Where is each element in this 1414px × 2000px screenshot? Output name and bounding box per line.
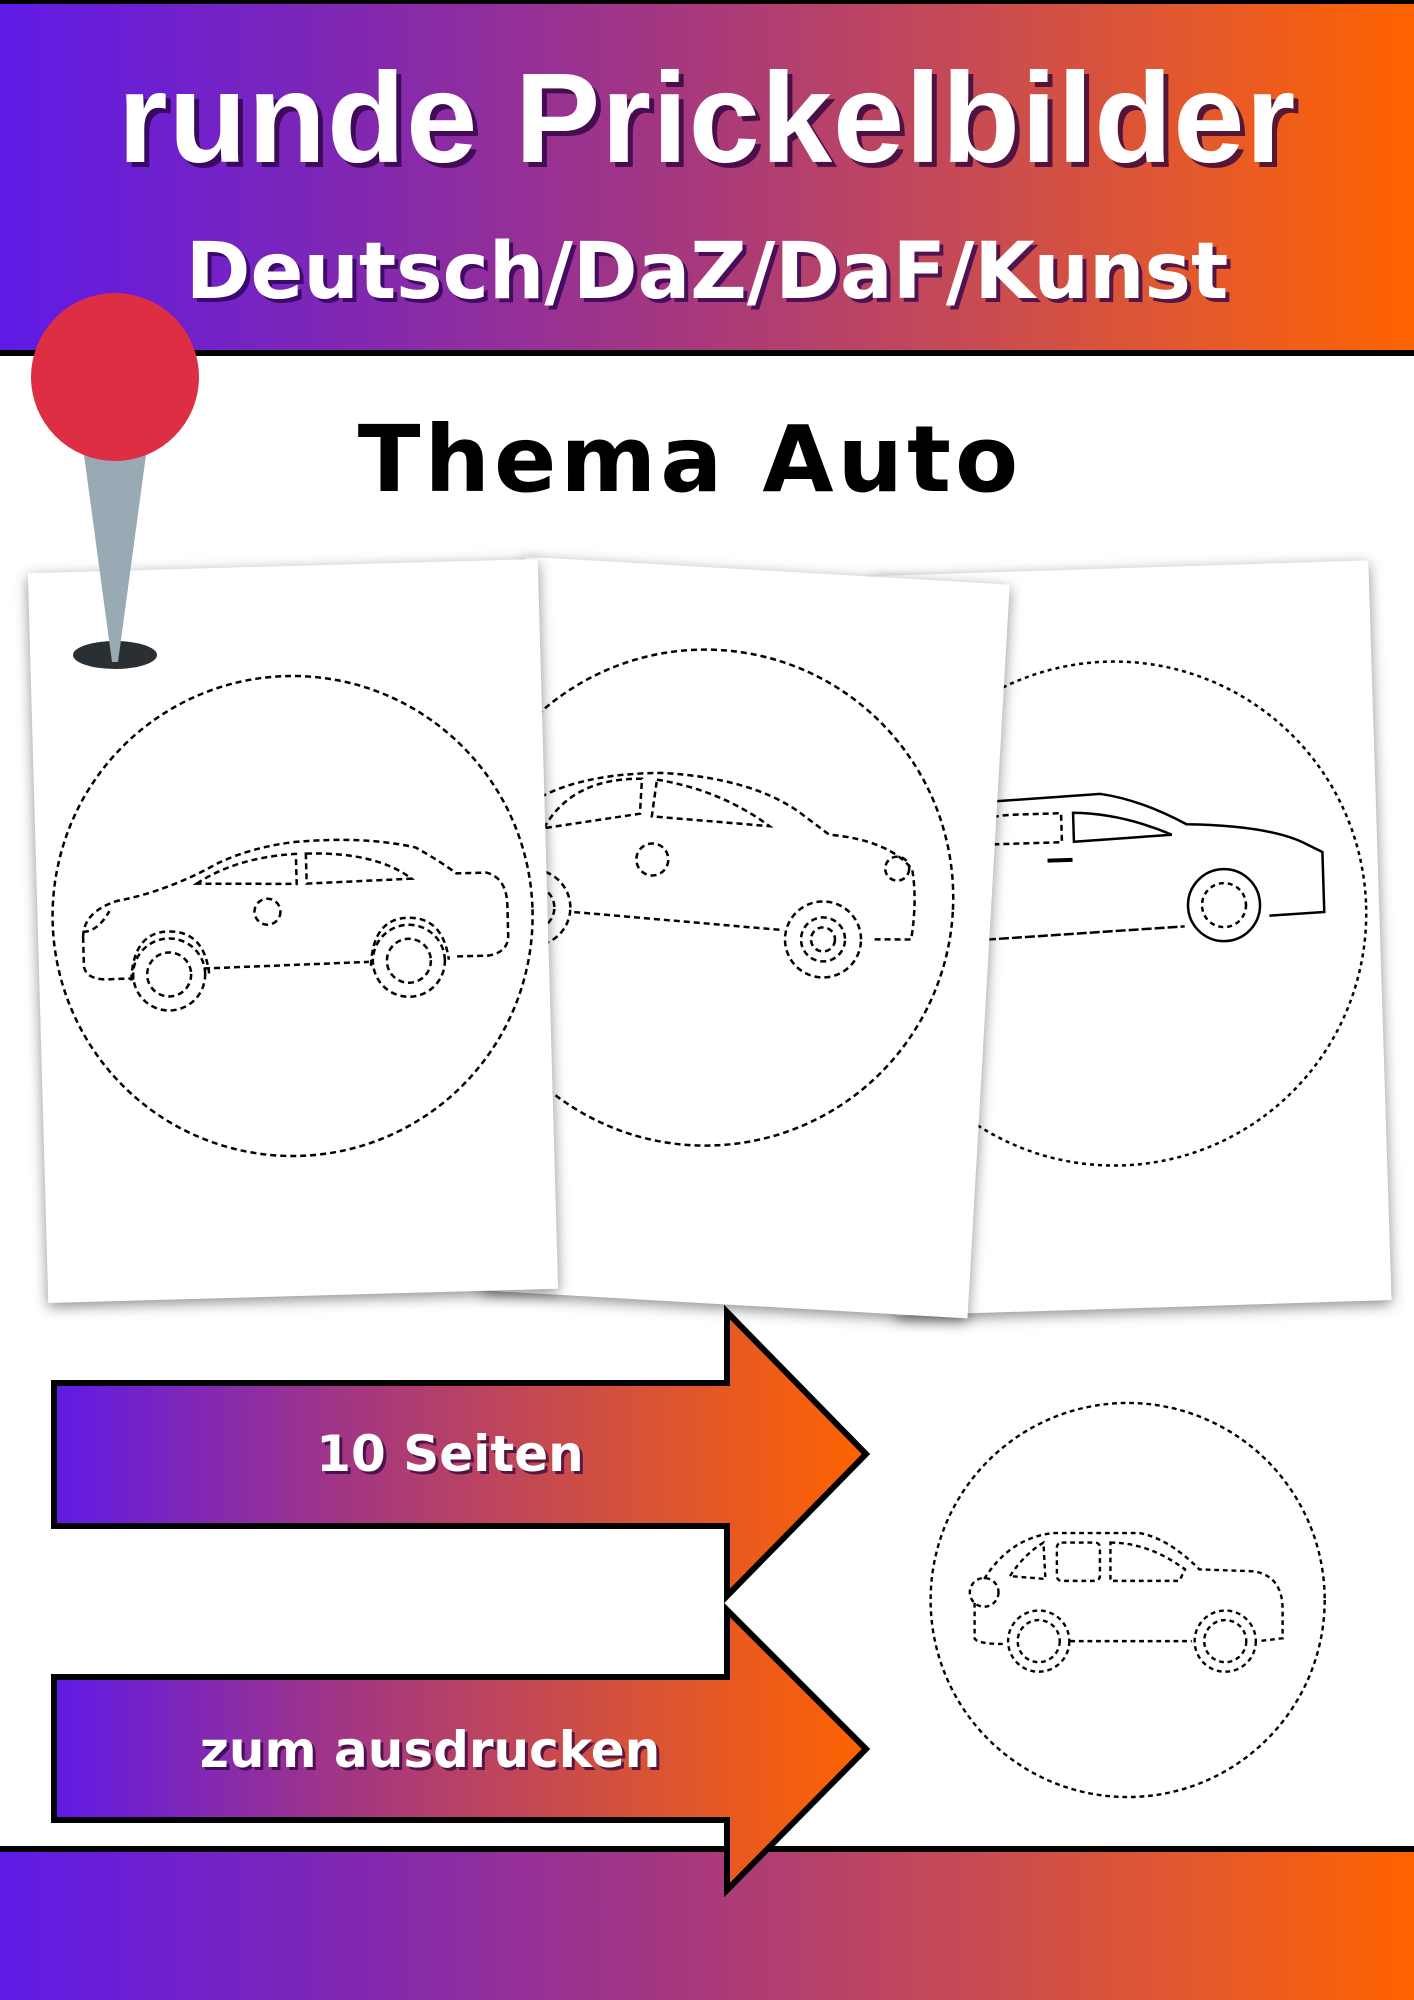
arrow-shape-2: [51, 1602, 871, 1898]
header-banner: runde Prickelbilder Deutsch/DaZ/DaF/Kuns…: [0, 0, 1414, 356]
car-hatchback-icon: [482, 648, 955, 1147]
worksheet-hatchback: [482, 556, 1010, 1319]
footer-banner: [0, 1846, 1414, 2000]
car-sedan-icon: [51, 674, 534, 1158]
arrows-graphic: [51, 1304, 871, 1898]
page-title: runde Prickelbilder: [117, 47, 1297, 190]
arrow-shape-1: [51, 1304, 871, 1604]
worksheet-sedan: [27, 559, 559, 1303]
theme-title: Thema Auto: [357, 406, 1023, 513]
printable-label: zum ausdrucken: [199, 1721, 661, 1779]
pages-count-label: 10 Seiten: [316, 1425, 584, 1483]
car-suv-icon: [929, 1401, 1326, 1799]
page-subtitle: Deutsch/DaZ/DaF/Kunst: [185, 227, 1229, 317]
push-pin-icon: [31, 293, 199, 669]
